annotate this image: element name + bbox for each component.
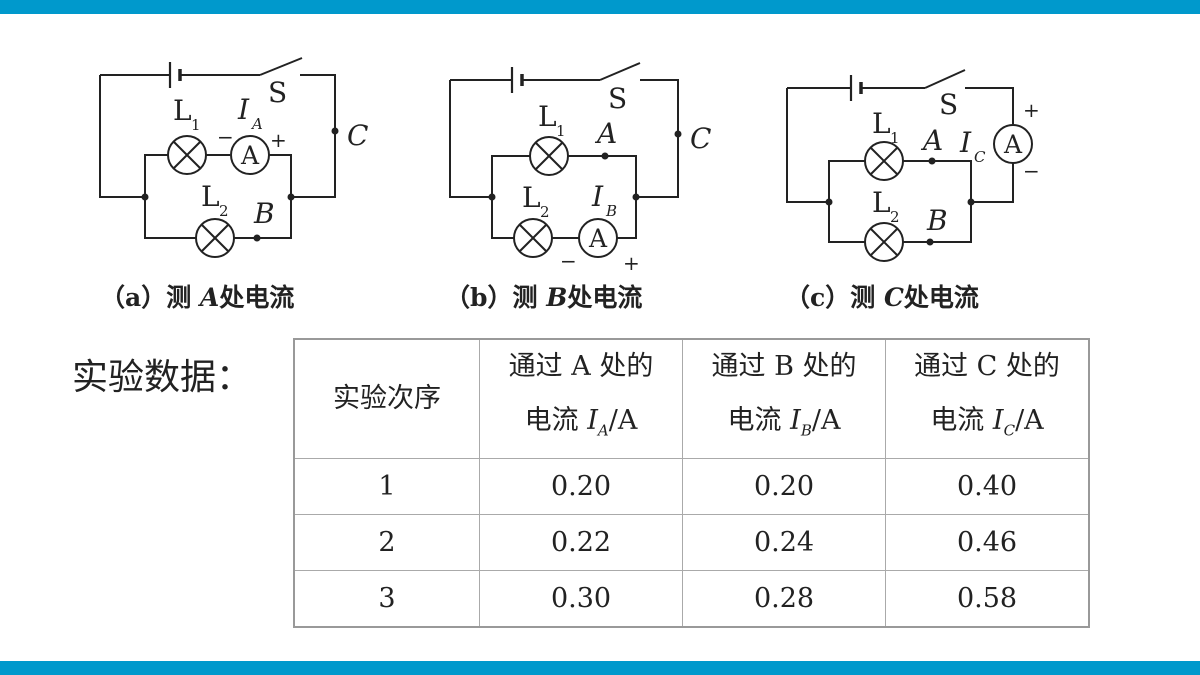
caption-prefix: （b）测 — [445, 283, 547, 312]
cell-current-c: 0.58 — [885, 570, 1090, 628]
meter-current-subscript: C — [974, 148, 986, 166]
bottom-accent-bar — [0, 661, 1200, 675]
header-line-1: 通过 B 处的 — [711, 351, 857, 383]
lamp-l2-label: L — [522, 181, 541, 214]
ammeter-symbol: A — [588, 224, 608, 253]
header-line-1: 通过 A 处的 — [508, 351, 654, 383]
caption-suffix: 处电流 — [903, 283, 979, 312]
ammeter-minus: − — [217, 125, 234, 149]
ammeter-plus: + — [1023, 98, 1040, 122]
ammeter-symbol: A — [1003, 130, 1023, 159]
unit-text: /A — [608, 405, 638, 437]
current-subscript: B — [800, 421, 812, 440]
meter-current-subscript: A — [250, 115, 263, 133]
lamp-l2-subscript: 2 — [890, 208, 900, 226]
lamp-l1-subscript: 1 — [890, 129, 900, 147]
caption-prefix: （a）测 — [100, 283, 200, 312]
lamp-l2-label: L — [872, 186, 891, 219]
current-symbol: I — [790, 405, 801, 437]
table-header-row: 实验次序 通过 A 处的 电流 IA/A 通过 B 处的 电流 IB/A 通过 … — [293, 338, 1090, 459]
point-c-label: C — [347, 119, 368, 152]
header-current-a: 通过 A 处的 电流 IA/A — [479, 338, 683, 459]
lamp-l2-label: L — [201, 180, 220, 213]
circuit-diagram-a: S C L 1 L 2 I A A − + B — [90, 40, 390, 274]
cell-current-a: 0.30 — [479, 570, 683, 628]
switch-label: S — [268, 76, 287, 109]
ammeter-plus: + — [623, 251, 640, 275]
header-line-2: 电流 IC/A — [886, 394, 1088, 457]
current-symbol: I — [992, 405, 1004, 437]
point-c-label: C — [690, 122, 711, 155]
circuit-diagram-c: S A B L 1 L 2 I C A + − — [775, 40, 1075, 274]
caption-prefix: （c）测 — [785, 283, 884, 312]
meter-current-symbol: I — [591, 180, 604, 213]
cell-current-b: 0.28 — [682, 570, 886, 628]
data-table: 实验次序 通过 A 处的 电流 IA/A 通过 B 处的 电流 IB/A 通过 … — [293, 338, 1090, 628]
caption-b: （b）测 B处电流 — [445, 278, 642, 314]
caption-point: A — [199, 283, 220, 312]
header-line-2: 电流 IA/A — [480, 394, 682, 457]
ammeter-minus: − — [1023, 159, 1040, 183]
data-section-label: 实验数据： — [72, 357, 253, 398]
caption-point: C — [883, 283, 904, 312]
lamp-l2-subscript: 2 — [540, 203, 550, 221]
header-text: 电流 — [524, 405, 588, 437]
switch-label: S — [939, 88, 958, 121]
caption-suffix: 处电流 — [567, 283, 643, 312]
header-line-2: 电流 IB/A — [683, 394, 885, 457]
header-current-b: 通过 B 处的 电流 IB/A — [682, 338, 886, 459]
cell-current-b: 0.24 — [682, 514, 886, 571]
meter-current-subscript: B — [605, 202, 617, 220]
current-subscript: C — [1003, 421, 1016, 440]
lamp-l1-subscript: 1 — [556, 122, 566, 140]
cell-trial: 3 — [293, 570, 480, 628]
cell-trial: 1 — [293, 458, 480, 515]
table-row: 3 0.30 0.28 0.58 — [293, 570, 1090, 628]
meter-current-symbol: I — [959, 126, 972, 159]
ammeter-minus: − — [560, 249, 577, 273]
table-row: 1 0.20 0.20 0.40 — [293, 458, 1090, 515]
current-symbol: I — [587, 405, 598, 437]
header-current-c: 通过 C 处的 电流 IC/A — [885, 338, 1090, 459]
circuit-diagram-b: S C A L 1 L 2 I B A − + — [440, 40, 740, 275]
header-text: 电流 — [727, 405, 791, 437]
header-trial-order: 实验次序 — [293, 338, 480, 459]
cell-current-b: 0.20 — [682, 458, 886, 515]
caption-suffix: 处电流 — [219, 283, 295, 312]
top-accent-bar — [0, 0, 1200, 14]
caption-a: （a）测 A处电流 — [100, 278, 294, 314]
ammeter-plus: + — [270, 128, 287, 152]
cell-current-a: 0.20 — [479, 458, 683, 515]
point-b-label: B — [253, 197, 275, 230]
lamp-l1-label: L — [872, 107, 891, 140]
unit-text: /A — [811, 405, 841, 437]
cell-trial: 2 — [293, 514, 480, 571]
lamp-l1-label: L — [538, 100, 557, 133]
lamp-l1-label: L — [173, 94, 192, 127]
unit-text: /A — [1015, 405, 1044, 437]
switch-label: S — [608, 82, 627, 115]
table-row: 2 0.22 0.24 0.46 — [293, 514, 1090, 571]
cell-current-c: 0.40 — [885, 458, 1090, 515]
header-line-1: 通过 C 处的 — [914, 351, 1060, 383]
meter-current-symbol: I — [237, 93, 250, 126]
header-text: 电流 — [930, 405, 993, 437]
cell-current-c: 0.46 — [885, 514, 1090, 571]
caption-c: （c）测 C处电流 — [785, 278, 979, 314]
cell-current-a: 0.22 — [479, 514, 683, 571]
caption-point: B — [546, 283, 568, 312]
point-a-label: A — [594, 117, 617, 150]
point-b-label: B — [926, 204, 948, 237]
ammeter-symbol: A — [240, 141, 260, 170]
lamp-l1-subscript: 1 — [191, 116, 201, 134]
current-subscript: A — [597, 421, 609, 440]
point-a-label: A — [920, 124, 943, 157]
lamp-l2-subscript: 2 — [219, 202, 229, 220]
